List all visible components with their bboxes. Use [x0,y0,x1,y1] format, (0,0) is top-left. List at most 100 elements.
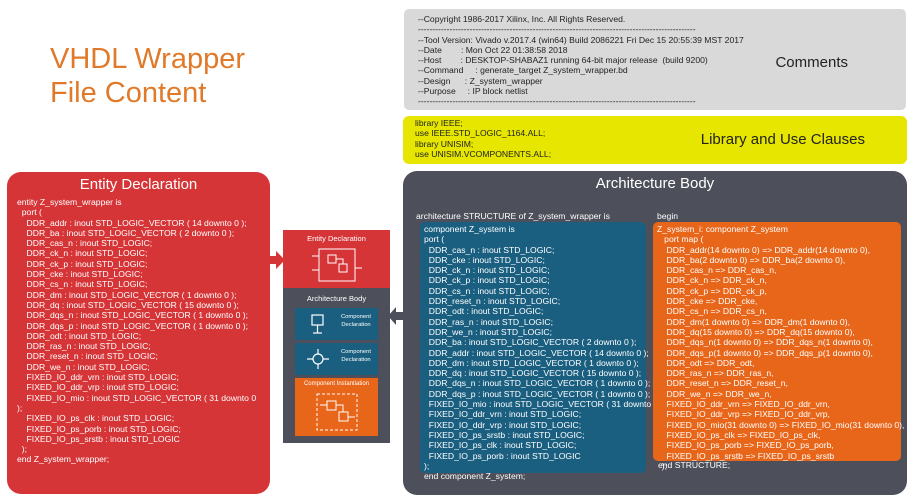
code-line: ); [657,460,668,471]
code-line: FIXED_IO_ps_porb : inout STD_LOGIC; [17,423,181,434]
code-line: DDR_cke => DDR_cke, [657,296,758,307]
code-line: FIXED_IO_ps_srstb : inout STD_LOGIC [17,433,180,444]
code-line: DDR_ck_p => DDR_ck_p, [657,285,767,296]
code-line: ); [17,402,23,413]
code-line: port map ( [657,234,704,245]
comments-block: --Copyright 1986-2017 Xilinx, Inc. All R… [404,9,906,110]
legend-component-label-2: Component Declaration [341,349,371,363]
architecture-begin: begin [657,211,679,221]
legend-component-declaration-1: Component Declaration [295,308,378,340]
code-line: FIXED_IO_ps_porb => FIXED_IO_ps_porb, [657,440,834,451]
code-line: DDR_we_n : inout STD_LOGIC; [17,361,150,372]
code-line: DDR_ba(2 downto 0) => DDR_ba(2 downto 0)… [657,254,846,265]
legend-component-label-1: Component Declaration [341,314,371,328]
code-line: use UNISIM.VCOMPONENTS.ALL; [415,148,552,159]
code-line: end component Z_system; [424,471,526,482]
code-line: component Z_system is [424,224,515,234]
comments-label: Comments [775,54,848,71]
code-line: DDR_ck_p : inout STD_LOGIC; [17,258,148,269]
code-line: port ( [424,234,445,245]
arrow-left-icon [388,307,403,325]
legend-architecture-label: Architecture Body [306,294,367,303]
code-line: DDR_odt : inout STD_LOGIC; [17,330,142,341]
code-line: DDR_odt : inout STD_LOGIC; [424,306,544,317]
code-line: --Copyright 1986-2017 Xilinx, Inc. All R… [418,14,626,24]
code-line: DDR_dqs_p : inout STD_LOGIC_VECTOR ( 1 d… [424,388,651,399]
code-line: entity Z_system_wrapper is [17,197,122,207]
code-line: port ( [17,207,42,218]
code-line: ); [424,460,430,471]
component-node-icon [307,349,329,369]
architecture-label: Architecture Body [595,175,715,192]
legend-entity-label: Entity Declaration [307,234,366,243]
entity-code: entity Z_system_wrapper is port ( DDR_ad… [17,197,256,465]
code-line: ----------------------------------------… [418,96,696,107]
code-line: DDR_dm : inout STD_LOGIC_VECTOR ( 1 down… [424,357,639,368]
code-line: DDR_dq(15 downto 0) => DDR_dq(15 downto … [657,326,855,337]
code-line: DDR_ba : inout STD_LOGIC_VECTOR ( 2 down… [17,227,235,238]
code-line: DDR_cke : inout STD_LOGIC; [424,254,545,265]
code-line: end Z_system_wrapper; [17,454,110,465]
code-line: DDR_dm : inout STD_LOGIC_VECTOR ( 1 down… [17,289,237,300]
code-line: --Tool Version: Vivado v.2017.4 (win64) … [418,34,744,45]
instantiation-schematic-icon [316,393,358,431]
code-line: DDR_odt => DDR_odt, [657,357,755,368]
code-line: FIXED_IO_ps_srstb : inout STD_LOGIC; [424,429,585,440]
code-line: DDR_dqs_n : inout STD_LOGIC_VECTOR ( 1 d… [17,310,249,321]
page-title: VHDL Wrapper File Content [50,42,245,110]
legend-instantiation-label: Component Instantiation [303,381,370,387]
code-line: DDR_ras_n : inout STD_LOGIC; [17,341,151,352]
comments-code: --Copyright 1986-2017 Xilinx, Inc. All R… [418,14,744,107]
code-line: DDR_ras_n => DDR_ras_n, [657,368,774,379]
code-line: --Command : generate_target Z_system_wra… [418,65,628,76]
code-line: FIXED_IO_ps_clk : inout STD_LOGIC; [17,413,175,424]
code-line: DDR_dqs_n : inout STD_LOGIC_VECTOR ( 1 d… [424,378,651,389]
code-line: DDR_we_n : inout STD_LOGIC; [424,326,552,337]
code-line: DDR_cs_n : inout STD_LOGIC; [17,279,148,290]
page-title-line-2: File Content [50,77,207,109]
code-line: DDR_cs_n => DDR_cs_n, [657,306,767,317]
code-line: FIXED_IO_mio(31 downto 0) => FIXED_IO_mi… [657,419,905,430]
code-line: FIXED_IO_ps_srstb => FIXED_IO_ps_srstb [657,450,835,461]
code-line: DDR_ba : inout STD_LOGIC_VECTOR ( 2 down… [424,337,637,348]
code-line: FIXED_IO_ps_clk : inout STD_LOGIC; [424,440,577,451]
code-line: FIXED_IO_ps_clk => FIXED_IO_ps_clk, [657,429,821,440]
code-line: library UNISIM; [415,138,474,149]
code-line: FIXED_IO_ddr_vrp : inout STD_LOGIC; [424,419,582,430]
architecture-header: architecture STRUCTURE of Z_system_wrapp… [416,211,610,221]
code-line: --Design : Z_system_wrapper [418,75,543,86]
arrow-right-icon [268,251,285,269]
code-line: --Host : DESKTOP-SHABAZ1 running 64-bit … [418,55,708,66]
code-line: FIXED_IO_ddr_vrp : inout STD_LOGIC; [17,382,179,393]
code-line: DDR_addr : inout STD_LOGIC_VECTOR ( 14 d… [17,217,247,228]
code-line: FIXED_IO_ddr_vrp => FIXED_IO_ddr_vrp, [657,409,830,420]
component-instantiation-block: Z_system_i: component Z_system port map … [653,222,904,471]
architecture-end: end STRUCTURE; [658,460,731,470]
code-line: DDR_dq : inout STD_LOGIC_VECTOR ( 15 dow… [424,368,642,379]
code-line: DDR_reset_n : inout STD_LOGIC; [424,296,561,307]
code-line: ); [17,444,28,455]
legend-component-declaration-2: Component Declaration [295,343,378,375]
code-line: DDR_cke : inout STD_LOGIC; [17,269,143,280]
code-line: DDR_ras_n : inout STD_LOGIC; [424,316,553,327]
code-line: DDR_cas_n : inout STD_LOGIC; [17,238,153,249]
library-block: library IEEE;use IEEE.STD_LOGIC_1164.ALL… [403,116,907,164]
code-line: FIXED_IO_ps_porb : inout STD_LOGIC [424,450,581,461]
code-line: DDR_ck_n : inout STD_LOGIC; [17,248,148,259]
code-line: DDR_dm(1 downto 0) => DDR_dm(1 downto 0)… [657,316,850,327]
code-line: FIXED_IO_ddr_vrn => FIXED_IO_ddr_vrn, [657,399,830,410]
component-instantiation-code: Z_system_i: component Z_system port map … [657,224,904,471]
code-line: DDR_ck_p : inout STD_LOGIC; [424,275,550,286]
code-line: DDR_dqs_p(1 downto 0) => DDR_dqs_p(1 dow… [657,347,873,358]
code-line: library IEEE; [415,118,463,128]
entity-block: Entity Declaration entity Z_system_wrapp… [7,172,270,494]
library-label: Library and Use Clauses [700,131,865,148]
component-port-icon [311,314,324,334]
code-line: DDR_cas_n : inout STD_LOGIC; [424,244,555,255]
code-line: DDR_cs_n : inout STD_LOGIC; [424,285,550,296]
entity-label: Entity Declaration [79,176,198,193]
code-line: FIXED_IO_ddr_vrn : inout STD_LOGIC; [424,409,582,420]
code-line: DDR_ck_n : inout STD_LOGIC; [424,265,550,276]
code-line: DDR_addr : inout STD_LOGIC_VECTOR ( 14 d… [424,347,649,358]
